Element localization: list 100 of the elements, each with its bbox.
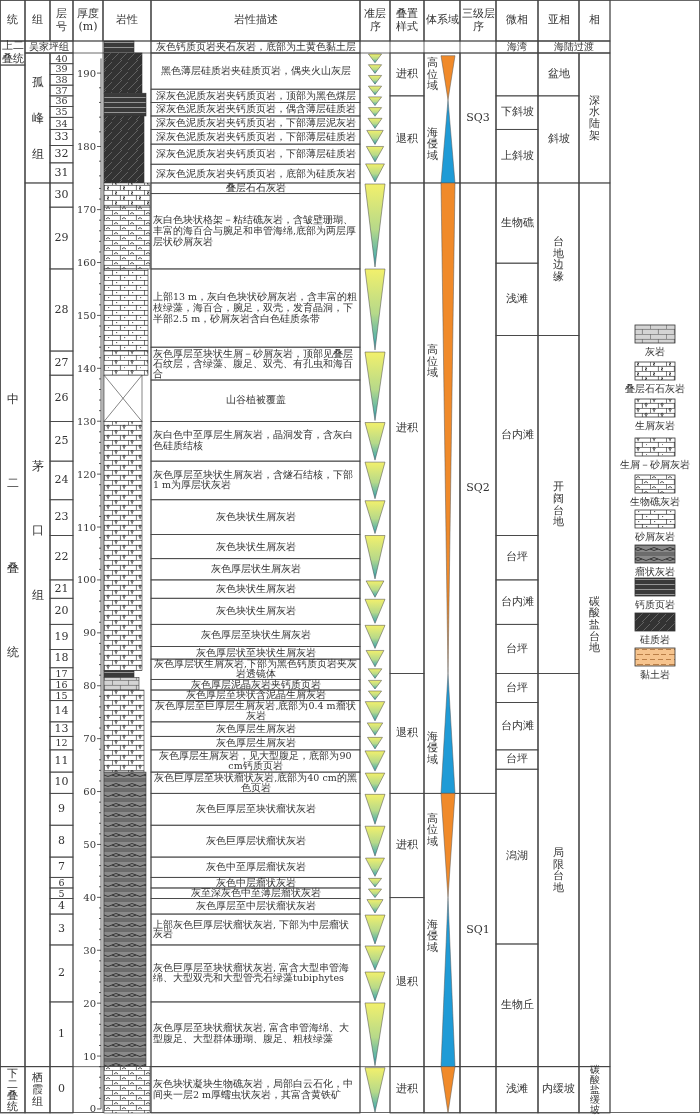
sequence-label: SQ1 [466,923,490,937]
layer-number: 35 [55,107,68,117]
layer-number: 30 [54,188,69,202]
legend-label: 钙质页岩 [635,599,675,611]
layer-number: 33 [54,131,69,144]
depth-label: 150 [76,309,96,321]
layer-number: 7 [58,860,65,874]
depth-label: 190 [76,67,96,79]
subfacies-label: 台地边缘 [552,236,565,283]
systems-tract-label: 海侵域 [426,918,438,954]
lithology-description: 叠层石石灰岩 [225,183,286,194]
stacking-pattern-label: 退积 [396,133,418,146]
layer-number: 22 [54,551,69,564]
formation-label: 孤峰组 [31,74,44,163]
layer-number: 16 [55,679,68,690]
lithology-description: 上部灰色巨厚层状瘤状灰岩, 下部为中层瘤状灰岩 [153,919,351,940]
microfacies-label: 台内滩 [500,719,534,733]
column-header: 相 [589,14,600,27]
microfacies-label: 台坪 [506,551,528,564]
microfacies-label: 台坪 [506,753,528,766]
series-label: 上二叠统 [1,40,24,66]
depth-label: 100 [76,574,96,586]
microfacies-label: 台坪 [506,681,528,695]
column-header: 岩性 [116,14,138,27]
layer-number: 31 [54,166,69,180]
layer-number: 10 [54,776,69,790]
layer-number: 32 [54,147,69,161]
subfacies-label: 内缓坡 [542,1083,575,1097]
lithology-description: 上部13 m，灰白色块状砂屑灰岩，含丰富的粗枝绿藻，海百合，腕足，双壳，发育晶洞，下半部2.5 m，砂屑灰岩含白色硅质条带 [153,291,358,325]
depth-label: 80 [83,680,96,692]
layer-number: 11 [54,754,69,768]
stacking-pattern-label: 进积 [396,421,418,435]
layer-number: 21 [54,582,69,596]
layer-number: 28 [54,303,69,317]
formation-label: 栖霞组 [31,1072,44,1108]
stacking-pattern-label: 退积 [396,727,418,740]
lithology-description: 灰色厚层至块状含泥晶生屑灰岩 [185,690,326,701]
depth-label: 170 [76,204,96,216]
subfacies-label: 局限台地 [552,847,565,894]
lithology-description: 灰色块状凝块生物礁灰岩，局部白云石化，中间夹一层2 m厚蠕虫状灰岩，其富含黄铁矿 [153,1078,354,1101]
lithology-description: 灰色厚层至巨厚层生屑灰岩,底部为0.4 m瘤状灰岩 [154,701,357,722]
layer-number: 38 [55,75,68,85]
legend-label: 生屑灰岩 [635,420,675,432]
lithology-description: 灰至深灰色中至薄层瘤状灰岩 [190,888,321,899]
lithology-description: 灰色厚层至块状生屑灰岩 [200,630,311,641]
layer-number: 18 [54,652,69,665]
depth-label: 110 [76,521,96,533]
systems-tract-label: 海侵域 [426,126,438,162]
column-header: 叠置样式 [395,7,419,34]
layer-number: 12 [55,738,68,748]
layer-number: 36 [55,96,68,106]
depth-label: 60 [83,786,96,798]
lithology-description: 灰色中至厚层瘤状灰岩 [205,862,306,873]
lithology-description: 灰色块状生屑灰岩 [215,584,296,595]
depth-label: 10 [83,1050,96,1062]
subfacies-label: 开阔台地 [552,481,565,528]
layer-number: 4 [58,900,65,913]
depth-label: 70 [83,733,96,745]
lithology-description: 灰色巨厚层至块状瘤状灰岩, 富含大型串管海绵、大型双壳和大型管壳石绿藻tubiphytes [153,962,351,985]
lithology-description: 灰白色中至厚层生屑灰岩，晶洞发育，含灰白色硅质结核 [153,430,354,453]
microfacies-label: 下斜坡 [500,106,534,119]
layer-number: 2 [58,967,65,980]
microfacies-label: 海湾 [507,42,527,52]
lithology-description: 灰色厚层状生屑灰岩 [210,564,301,575]
depth-label: 40 [83,891,96,903]
subfacies-label: 盆地 [547,68,570,81]
column-header: 体系域 [425,14,459,27]
lithology-description: 灰色厚层泥晶灰岩夹钙质页岩 [190,679,321,690]
microfacies-label: 台内滩 [500,595,534,609]
microfacies-label: 生物丘 [500,999,534,1012]
legend-label: 瘤状灰岩 [635,566,675,578]
legend-label: 砂屑灰岩 [635,531,675,543]
layer-number: 5 [58,888,65,899]
lithology-description: 灰色厚层至中层状瘤状灰岩 [195,901,316,912]
microfacies-label: 潟湖 [506,850,528,863]
microfacies-label: 台坪 [506,642,528,656]
column-header: 岩性描述 [233,14,278,27]
column-header: 准层序 [363,7,387,34]
column-header: 厚度(m) [76,7,100,34]
column-header: 组 [32,14,43,27]
lithology-description: 灰色块状生屑灰岩 [215,541,296,552]
column-header: 微相 [506,14,528,27]
column-header: 亚相 [547,14,570,27]
systems-tract-label: 高位域 [426,344,438,379]
depth-label: 30 [83,944,96,956]
depth-label: 50 [83,838,96,850]
lithology-description: 灰色厚层至块状生屑灰岩，含燧石结核，下部1 m为厚层状灰岩 [153,469,354,492]
layer-number: 19 [54,630,69,644]
lithology-description: 灰色巨厚层至块状瘤状灰岩,底部为40 cm的黑色页岩 [153,772,358,793]
stacking-pattern-label: 退积 [396,975,418,989]
facies-label: 碳酸盐缓坡 [589,1064,600,1115]
layer-number: 14 [54,704,69,718]
legend-label: 生屑－砂屑灰岩 [620,459,690,471]
lithology-description: 灰色厚层状生屑灰岩,下部为黑色钙质页岩夹灰岩透镜体 [153,659,358,680]
layer-number: 6 [58,877,65,888]
depth-label: 0 [89,1103,96,1115]
column-header: 三级层序 [461,7,495,34]
series-label: 中二叠统 [6,390,19,662]
lithology-description: 灰色厚层状至块状生屑灰岩 [195,647,316,658]
layer-number: 39 [55,64,68,74]
